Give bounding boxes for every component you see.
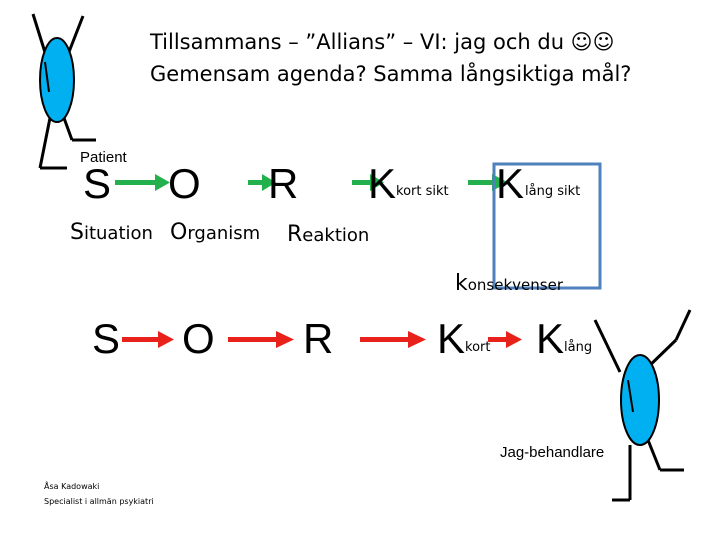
arrow-right-icon xyxy=(115,174,170,191)
label-situation-rest: ituation xyxy=(83,223,153,244)
row2-o: O xyxy=(182,315,215,362)
arrow-right-icon xyxy=(122,331,174,348)
row1-arrows xyxy=(115,174,508,191)
footer-author: Åsa Kadowaki xyxy=(44,482,100,491)
patient-label: Patient xyxy=(80,149,127,166)
row2-arrows xyxy=(122,331,522,348)
row2-k-short-sub: kort xyxy=(465,340,491,355)
row2-k-long-sub: lång xyxy=(564,340,593,355)
row1-o: O xyxy=(168,160,201,207)
therapist-label: Jag-behandlare xyxy=(500,444,605,461)
row1-k-long-sub: lång sikt xyxy=(525,184,581,199)
arrow-right-icon xyxy=(352,174,384,191)
therapist-figure-icon xyxy=(593,309,692,502)
label-konsekvenser: konsekvenser xyxy=(455,271,563,296)
arrow-right-icon xyxy=(228,331,294,348)
footer-role: Specialist i allmän psykiatri xyxy=(44,497,154,506)
label-organism-rest: rganism xyxy=(187,223,261,244)
row1-k-long: K xyxy=(496,160,525,207)
arrow-right-icon xyxy=(488,331,522,348)
title-line-2: Gemensam agenda? Samma långsiktiga mål? xyxy=(150,62,632,86)
row2-k-long: K xyxy=(536,315,565,362)
label-reaktion-initial: R xyxy=(287,222,303,247)
label-reaktion: Reaktion xyxy=(287,222,369,247)
arrow-right-icon xyxy=(360,331,426,348)
row2-k-short: K xyxy=(437,315,466,362)
patient-figure-icon xyxy=(31,13,96,170)
label-reaktion-rest: eaktion xyxy=(302,225,370,246)
arrow-right-icon xyxy=(468,174,508,191)
label-organism-initial: O xyxy=(170,220,188,245)
highlight-box-icon xyxy=(492,162,602,290)
label-situation: Situation xyxy=(70,220,153,245)
label-konsekvenser-rest: onsekvenser xyxy=(467,276,563,294)
row1-k-short-sub: kort sikt xyxy=(396,184,449,199)
label-situation-initial: S xyxy=(70,220,84,245)
label-organism: Organism xyxy=(170,220,260,245)
arrow-right-icon xyxy=(248,174,276,191)
row1-k-short: K xyxy=(368,160,397,207)
row1-r: R xyxy=(268,160,299,207)
row2-r: R xyxy=(303,315,334,362)
title-line-1: Tillsammans – ”Allians” – VI: jag och du… xyxy=(150,30,615,54)
row2-s: S xyxy=(92,315,121,362)
label-konsekvenser-initial: k xyxy=(455,271,468,296)
row1-s: S xyxy=(83,160,112,207)
